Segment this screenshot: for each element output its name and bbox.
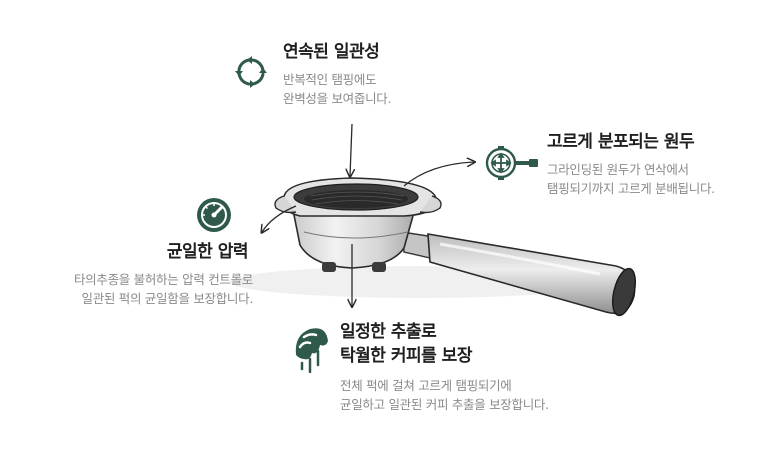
feature-title: 고르게 분포되는 원두 (547, 132, 695, 152)
gauge-icon (195, 196, 233, 234)
refresh-cycle-icon (234, 55, 268, 89)
handle (401, 231, 637, 317)
feature-desc-line: 타의추종을 불허하는 압력 컨트롤로 (73, 272, 253, 287)
feature-title: 연속된 일관성 (283, 42, 380, 62)
feature-consistency: 연속된 일관성 반복적인 탬핑에도 완벽성을 보여줍니다. (283, 40, 391, 108)
feature-desc-line: 균일하고 일관된 커피 추출을 보장합니다. (340, 397, 549, 412)
arrow-right (403, 162, 474, 187)
arrow-left (262, 205, 297, 232)
feature-title-line: 일정한 추출로 (340, 322, 437, 342)
basket (274, 177, 442, 272)
arrow-top (350, 123, 352, 176)
feature-desc-line: 탬핑되기까지 고르게 분배됩니다. (547, 181, 715, 196)
feature-pressure: 균일한 압력 타의추종을 불허하는 압력 컨트롤로 일관된 퍽의 균일함을 보장… (0, 240, 253, 308)
feature-title: 균일한 압력 (166, 242, 249, 262)
feature-desc-line: 반복적인 탬핑에도 (283, 72, 377, 87)
move-arrows-icon (484, 145, 540, 181)
pointer-arrows (262, 123, 474, 306)
feature-desc-line: 전체 퍽에 걸쳐 고르게 탬핑되기에 (340, 378, 512, 393)
feature-desc-line: 그라인딩된 원두가 연삭에서 (547, 162, 689, 177)
feature-distribution: 고르게 분포되는 원두 그라인딩된 원두가 연삭에서 탬핑되기까지 고르게 분배… (547, 130, 715, 198)
coffee-drip-icon (292, 325, 332, 374)
feature-desc-line: 완벽성을 보여줍니다. (283, 91, 392, 106)
feature-title-line: 탁월한 커피를 보장 (340, 346, 472, 366)
feature-extraction: 일정한 추출로 탁월한 커피를 보장 전체 퍽에 걸쳐 고르게 탬핑되기에 균일… (340, 320, 549, 414)
feature-desc-line: 일관된 퍽의 균일함을 보장합니다. (81, 291, 254, 306)
